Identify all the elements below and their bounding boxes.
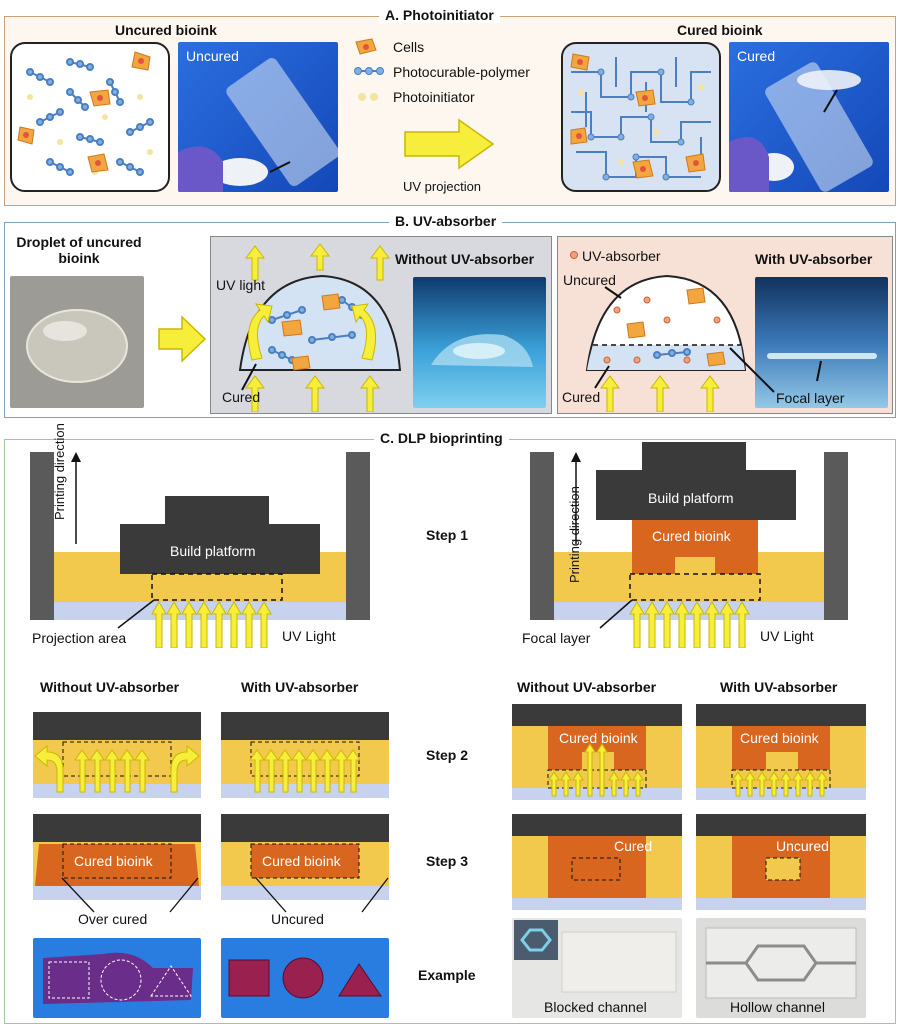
hollow-channel-label: Hollow channel [730,999,825,1015]
example-photo-over-cured [33,938,201,1018]
cured-bioink-label-step2-b: Cured bioink [740,730,819,746]
blocked-channel-label: Blocked channel [544,999,647,1015]
legend-cells: Cells [393,39,425,55]
step3-left-b [221,814,389,900]
step1-left-diagram [30,452,370,648]
step3-right-a [512,814,682,910]
photoinitiator-icon [358,93,378,101]
step2-left-a [33,712,201,798]
step3-left-a [33,814,201,900]
cured-label-left: Cured [222,389,261,405]
uncured-label: Uncured [563,272,616,288]
col-heading-with-right: With UV-absorber [720,679,838,695]
cured-bioink-schematic [561,42,721,192]
build-platform-label-left: Build platform [170,543,256,559]
projection-area-label: Projection area [32,630,127,646]
uv-projection-label: UV projection [403,179,482,194]
col-heading-without-right: Without UV-absorber [517,679,657,695]
cured-bioink-label-step1: Cured bioink [652,528,731,544]
build-platform-label-right: Build platform [648,490,734,506]
example-label: Example [418,967,476,983]
uv-light-label-left: UV Light [282,628,336,644]
step3-right-b [696,814,866,910]
legend-photoinitiator: Photoinitiator [393,89,475,105]
step1-label: Step 1 [426,527,469,543]
step2-right-a [512,704,682,800]
cured-photo-tag: Cured [737,48,776,64]
step3-label: Step 3 [426,853,469,869]
cured-bioink-label-step2-a: Cured bioink [559,730,638,746]
cured-bioink-heading: Cured bioink [677,22,763,38]
col-heading-with-left: With UV-absorber [241,679,359,695]
uv-absorber-legend: UV-absorber [582,248,661,264]
cured-label-right: Cured [562,389,601,405]
cured-bioink-label-step3-a: Cured bioink [74,853,153,869]
cells-icon [355,38,377,55]
step2-left-b [221,712,389,798]
over-cured-label: Over cured [78,911,148,927]
example-photo-with-absorber [221,938,389,1018]
polymer-icon [354,67,384,75]
droplet-label: Droplet of uncured bioink [16,234,142,266]
printing-direction-label-right: Printing direction [567,486,582,583]
printing-direction-label-left: Printing direction [52,423,67,520]
with-uv-absorber-heading: With UV-absorber [755,251,873,267]
uncured-bioink-schematic [10,42,170,192]
focal-layer-label-b: Focal layer [776,390,845,406]
example-photo-blocked-channel: Blocked channel [512,918,682,1018]
example-photo-hollow-channel: Hollow channel [696,918,866,1018]
cured-bioink-label-step3-b: Cured bioink [262,853,341,869]
focal-layer-pointer [729,347,775,393]
uncured-bioink-heading: Uncured bioink [115,22,217,38]
section-b-title: B. UV-absorber [389,213,503,229]
section-c-title: C. DLP bioprinting [374,430,509,446]
droplet-photo-with-absorber [755,277,888,408]
legend-polymer: Photocurable-polymer [393,64,530,80]
droplet-arrow [158,315,207,363]
uv-projection-arrow [404,118,495,170]
droplet-schematic-with-absorber [585,274,747,412]
cured-photo: Cured [729,42,889,192]
droplet-photo [10,276,144,408]
over-cured-pointers [61,877,389,913]
uv-light-label-right: UV Light [760,628,814,644]
without-uv-absorber-heading: Without UV-absorber [395,251,535,267]
uncured-photo-tag: Uncured [186,48,239,64]
uncured-label-c: Uncured [271,911,324,927]
uncured-label-step3-right: Uncured [776,838,829,854]
cured-label-c: Cured [614,838,653,854]
droplet-schematic-no-absorber [238,243,402,412]
step1-right-diagram [530,442,848,648]
col-heading-without-left: Without UV-absorber [40,679,180,695]
uv-absorber-legend-dot [570,251,578,259]
uncured-photo: Uncured [178,42,338,192]
step2-right-b [696,704,866,800]
step2-label: Step 2 [426,747,469,763]
uv-light-label: UV light [216,277,266,293]
droplet-photo-no-absorber [413,277,546,408]
section-a-title: A. Photoinitiator [379,7,500,23]
focal-layer-label-c: Focal layer [522,630,591,646]
